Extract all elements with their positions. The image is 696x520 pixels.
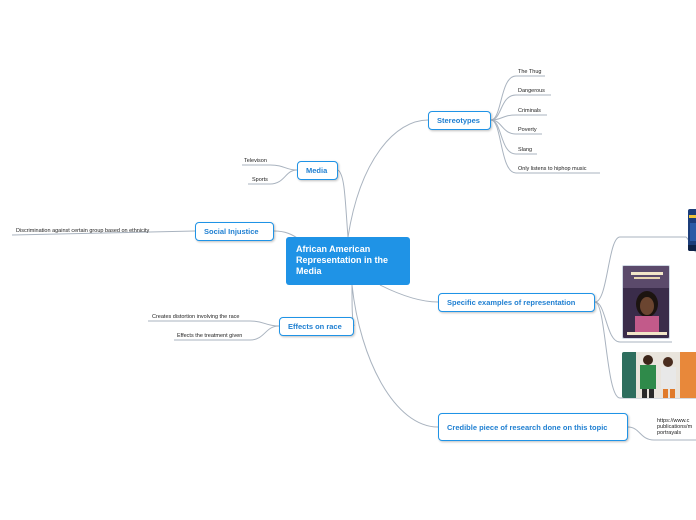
- topic-effects-label: Effects on race: [288, 322, 342, 331]
- book-cover-partial-graphic: [688, 209, 696, 251]
- example-image-children-photo[interactable]: [622, 352, 696, 398]
- children-photo-graphic: [622, 352, 696, 398]
- leaf-criminals[interactable]: Criminals: [518, 108, 541, 115]
- leaf-effects-treatment[interactable]: Effects the treatment given: [177, 333, 242, 340]
- topic-social-injustice[interactable]: Social Injustice: [195, 222, 274, 241]
- topic-research-label: Credible piece of research done on this …: [447, 423, 607, 432]
- leaf-hiphop[interactable]: Only listens to hiphop music: [518, 166, 586, 173]
- leaf-sports[interactable]: Sports: [252, 177, 268, 184]
- leaf-the-thug[interactable]: The Thug: [518, 69, 541, 76]
- topic-social-injustice-label: Social Injustice: [204, 227, 259, 236]
- leaf-discrimination[interactable]: Discrimination against certain group bas…: [16, 228, 149, 235]
- topic-stereotypes[interactable]: Stereotypes: [428, 111, 491, 130]
- topic-credible-research[interactable]: Credible piece of research done on this …: [438, 413, 628, 441]
- example-image-the-hate-u-give-cover[interactable]: [622, 265, 670, 339]
- research-url-line-3: portrayals: [657, 430, 681, 437]
- example-image-book-cover-partial[interactable]: [688, 209, 696, 251]
- book-cover-graphic: [623, 266, 670, 339]
- leaf-dangerous[interactable]: Dangerous: [518, 88, 545, 95]
- leaf-creates-distortion[interactable]: Creates distortion involving the race: [152, 314, 239, 321]
- topic-media-label: Media: [306, 166, 327, 175]
- topic-stereotypes-label: Stereotypes: [437, 116, 480, 125]
- leaf-television[interactable]: Televison: [244, 158, 267, 165]
- topic-media[interactable]: Media: [297, 161, 338, 180]
- topic-examples-label: Specific examples of representation: [447, 298, 575, 307]
- topic-specific-examples[interactable]: Specific examples of representation: [438, 293, 595, 312]
- topic-effects-on-race[interactable]: Effects on race: [279, 317, 354, 336]
- central-topic[interactable]: African American Representation in the M…: [286, 237, 410, 285]
- leaf-poverty[interactable]: Poverty: [518, 127, 537, 134]
- leaf-slang[interactable]: Slang: [518, 147, 532, 154]
- central-topic-label: African American Representation in the M…: [296, 244, 388, 276]
